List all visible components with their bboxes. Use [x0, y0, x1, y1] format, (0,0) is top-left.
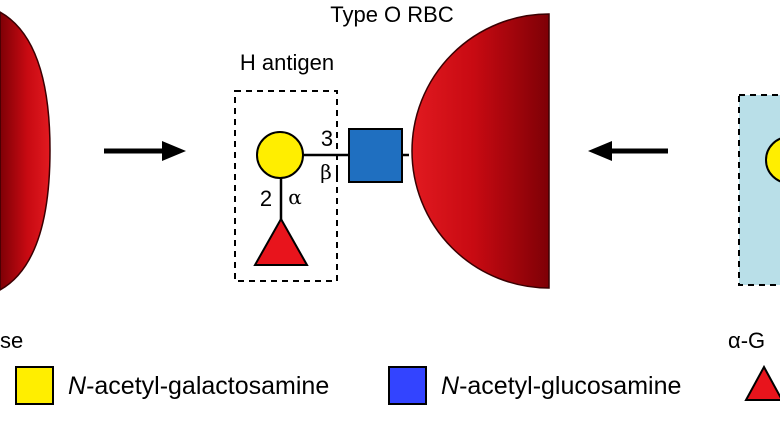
arrow-right-icon — [104, 141, 186, 161]
linkage-position-3: 3 — [321, 126, 333, 151]
diagram-title: Type O RBC — [330, 2, 454, 27]
linkage-anomer-alpha: α — [288, 185, 302, 209]
right-galactose-icon — [765, 137, 780, 183]
fucose-icon — [253, 216, 309, 266]
galactose-icon — [256, 131, 304, 179]
left-enzyme-label: se — [0, 328, 23, 353]
legend-galnac-swatch — [15, 366, 54, 405]
arrow-left-icon — [588, 141, 668, 161]
glcnac-icon — [348, 128, 403, 183]
legend-glcnac-rest: -acetyl-glucosamine — [459, 372, 681, 400]
linkage-anomer-beta-1: β — [320, 160, 332, 184]
legend-galnac-label: N-acetyl-galactosamine — [68, 372, 329, 400]
left-rbc-cell — [0, 11, 51, 291]
legend-glcnac-prefix: N — [441, 372, 460, 400]
right-enzyme-box — [738, 94, 780, 286]
legend-galnac-prefix: N — [68, 372, 87, 400]
legend-glcnac-swatch — [388, 366, 427, 405]
h-antigen-label: H antigen — [240, 50, 334, 75]
central-rbc-cell — [411, 13, 550, 289]
legend-galnac-rest: -acetyl-galactosamine — [86, 372, 329, 400]
legend-glcnac-label: N-acetyl-glucosamine — [441, 372, 681, 400]
legend-fucose-swatch — [744, 364, 780, 401]
linkage-position-2: 2 — [260, 186, 272, 211]
right-enzyme-label: α-G — [728, 328, 765, 353]
h-antigen-box — [234, 90, 338, 282]
